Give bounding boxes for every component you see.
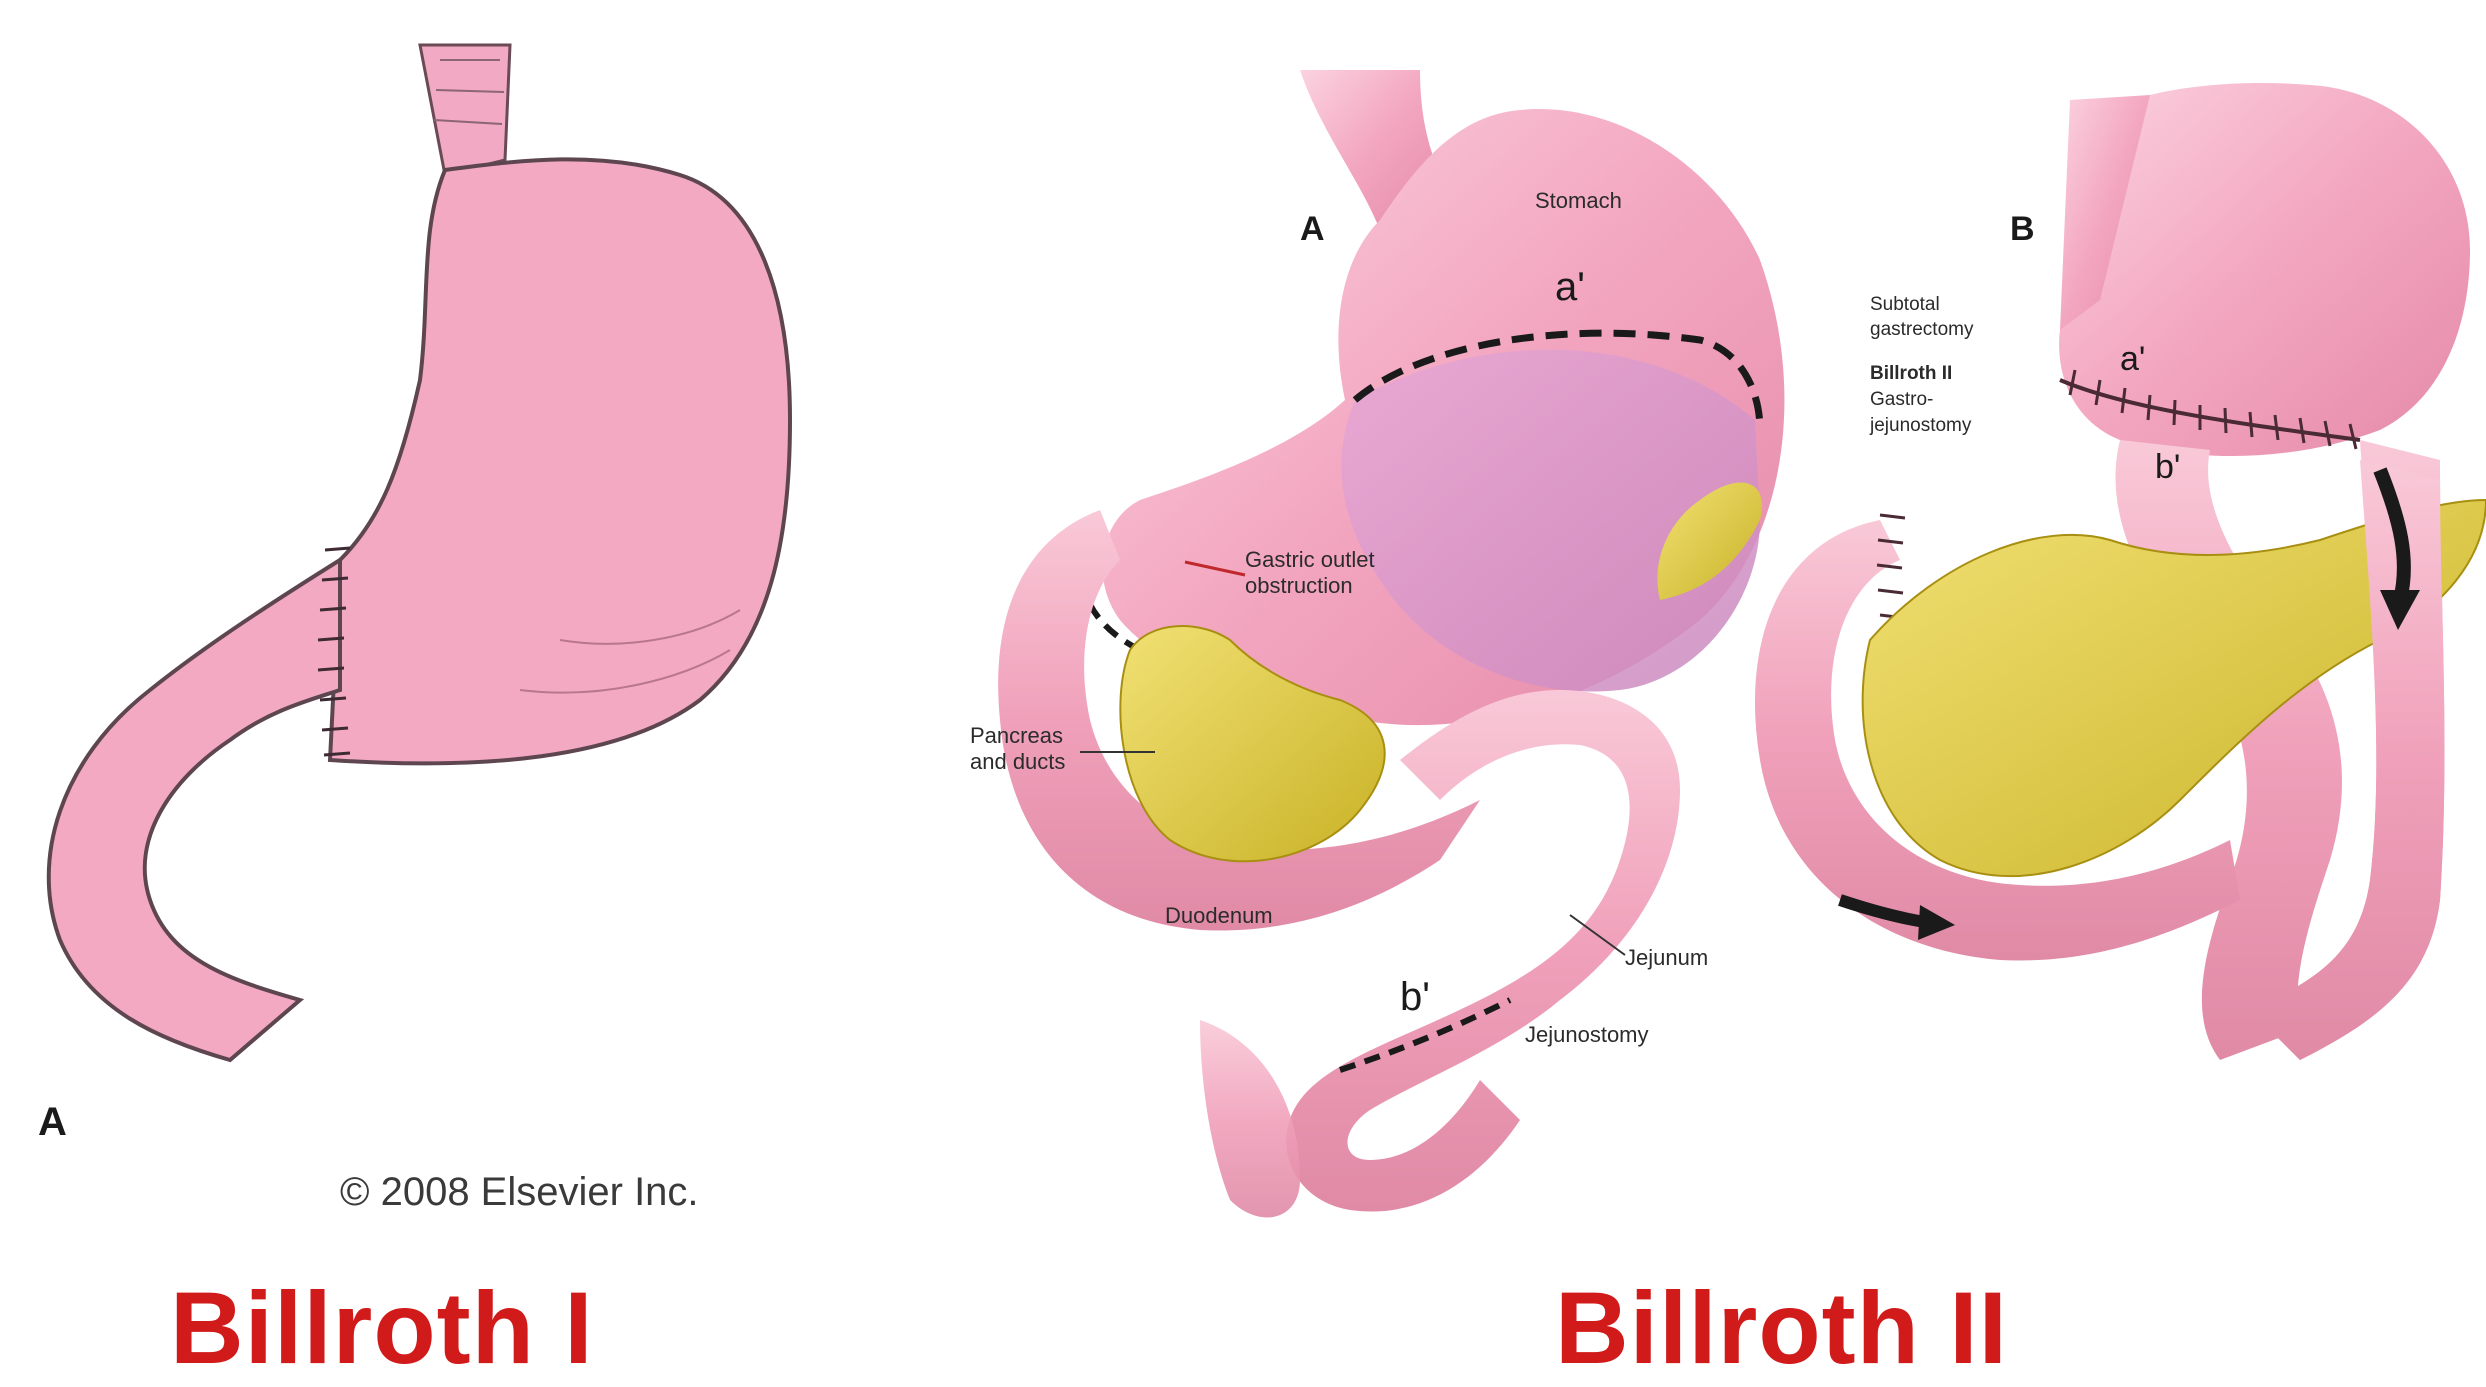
left-panel-letter: A <box>38 1100 67 1145</box>
panel-b-line-5: jejunostomy <box>1870 416 1971 436</box>
billroth-ii-panel-b <box>1755 83 2486 1060</box>
panel-b-b-prime: b' <box>2155 448 2180 487</box>
pancreas-label-1: Pancreas <box>970 723 1063 749</box>
stomach-label: Stomach <box>1535 188 1622 214</box>
billroth-i-drawing <box>49 45 790 1060</box>
billroth-ii-caption: Billroth II <box>1555 1270 2008 1387</box>
panel-b-line-1: Subtotal <box>1870 295 1940 315</box>
panel-b-letter: B <box>2010 210 2035 249</box>
a-prime-label: a' <box>1555 265 1585 310</box>
panel-b-line-4: Gastro- <box>1870 390 1933 410</box>
billroth-ii-panel-a <box>998 70 1784 1217</box>
copyright-text: © 2008 Elsevier Inc. <box>340 1170 699 1215</box>
panel-b-line-3: Billroth II <box>1870 364 1952 384</box>
billroth-i-caption: Billroth I <box>170 1270 594 1387</box>
gastric-outlet-label-1: Gastric outlet <box>1245 547 1375 573</box>
panel-b-line-2: gastrectomy <box>1870 320 1973 340</box>
pancreas-label-2: and ducts <box>970 749 1065 775</box>
panel-b-a-prime: a' <box>2120 340 2145 379</box>
gastric-outlet-label-2: obstruction <box>1245 573 1353 599</box>
b-prime-label: b' <box>1400 975 1430 1020</box>
jejunum-label: Jejunum <box>1625 945 1708 971</box>
duodenum-label: Duodenum <box>1165 903 1273 929</box>
jejunostomy-label: Jejunostomy <box>1525 1022 1649 1048</box>
panel-a-letter: A <box>1300 210 1325 249</box>
